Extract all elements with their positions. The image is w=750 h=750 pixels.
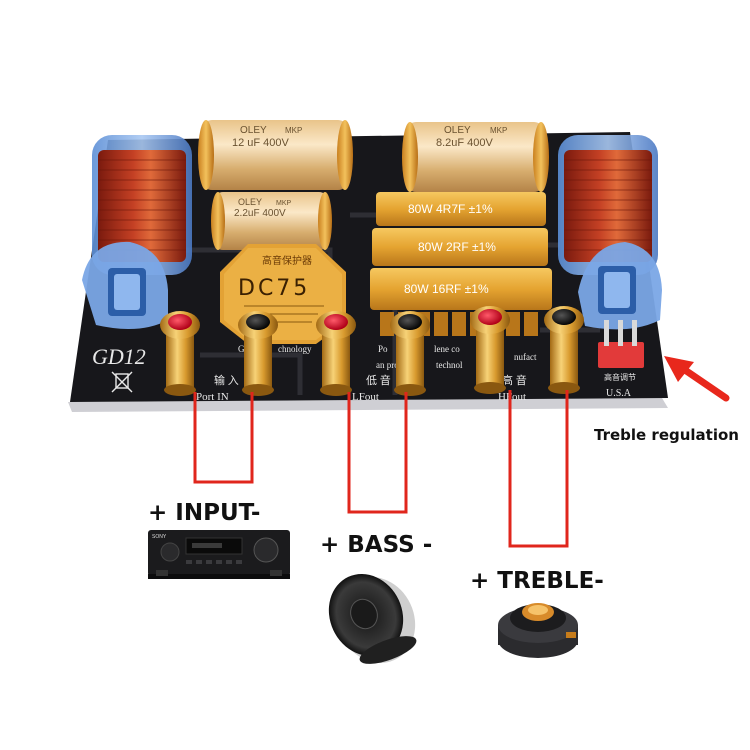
hfout-cn: 高 音: [502, 373, 527, 387]
arrow-icon: [664, 356, 730, 402]
inductor-right: [558, 135, 662, 330]
port-in-cn: 输 入: [214, 373, 239, 387]
cap-rating: 8.2uF 400V: [436, 137, 494, 149]
bass-label: + BASS -: [320, 532, 432, 558]
protector-cn-label: 高音保护器: [262, 254, 312, 267]
bass-wire: [347, 392, 408, 514]
silkscreen: GD12 Ge chnology Po lene co an prof tech…: [92, 344, 636, 403]
amplifier-image: SONY: [148, 530, 290, 579]
silk-text: lene co: [434, 344, 460, 354]
connection-wires: [193, 390, 569, 548]
tweeter-image: [498, 603, 578, 658]
woofer-image: [328, 574, 417, 664]
treble-wire: [508, 390, 569, 548]
svg-text:SONY: SONY: [152, 534, 167, 540]
resistor-label: 80W 2RF ±1%: [418, 240, 496, 254]
treble-minus-terminal[interactable]: [544, 306, 584, 394]
hfout-label: HFout: [498, 391, 526, 403]
cap-type: MKP: [285, 126, 302, 135]
silk-text: technol: [436, 360, 463, 370]
port-in-label: Port IN: [196, 391, 229, 403]
treble-adjust-cn: 高音调节: [604, 372, 636, 382]
cap-brand: OLEY: [444, 125, 471, 136]
silk-text: chnology: [278, 344, 312, 354]
cap-type: MKP: [276, 200, 292, 207]
protector-model: DC75: [238, 276, 310, 301]
silk-text: nufact: [514, 352, 537, 362]
capacitor-8-2uf: OLEY MKP 8.2uF 400V: [402, 122, 549, 192]
cap-type: MKP: [490, 126, 507, 135]
input-wire: [193, 392, 254, 484]
treble-jumper[interactable]: [598, 320, 644, 368]
bass-plus-terminal[interactable]: [316, 311, 356, 396]
treble-regulation-label: Treble regulation: [594, 426, 739, 444]
board-model: GD12: [92, 344, 146, 369]
resistor-label: 80W 4R7F ±1%: [408, 202, 493, 216]
input-label: + INPUT-: [148, 500, 260, 526]
treble-plus-terminal[interactable]: [470, 306, 510, 394]
lfout-label: LFout: [352, 391, 379, 403]
silk-text: Ge: [238, 344, 249, 354]
cap-brand: OLEY: [238, 197, 262, 207]
input-minus-terminal[interactable]: [238, 311, 278, 396]
cap-rating: 12 uF 400V: [232, 137, 290, 149]
input-plus-terminal[interactable]: [160, 311, 200, 396]
capacitor-12uf: OLEY MKP 12 uF 400V: [198, 120, 353, 190]
pcb-edge: [68, 398, 668, 412]
bass-minus-terminal[interactable]: [390, 311, 430, 396]
silk-text: Po: [378, 344, 388, 354]
weee-icon: [111, 371, 133, 393]
lfout-cn: 低 音: [366, 373, 391, 387]
binding-posts: [160, 306, 584, 396]
treble-label: + TREBLE-: [470, 568, 604, 594]
cap-rating: 2.2uF 400V: [234, 208, 286, 219]
made-in-label: U.S.A: [606, 388, 632, 399]
capacitor-2-2uf: OLEY MKP 2.2uF 400V: [211, 192, 332, 250]
inductor-left: [82, 135, 192, 329]
cap-brand: OLEY: [240, 125, 267, 136]
resistor-label: 80W 16RF ±1%: [404, 282, 489, 296]
silk-text: an prof: [376, 360, 402, 370]
